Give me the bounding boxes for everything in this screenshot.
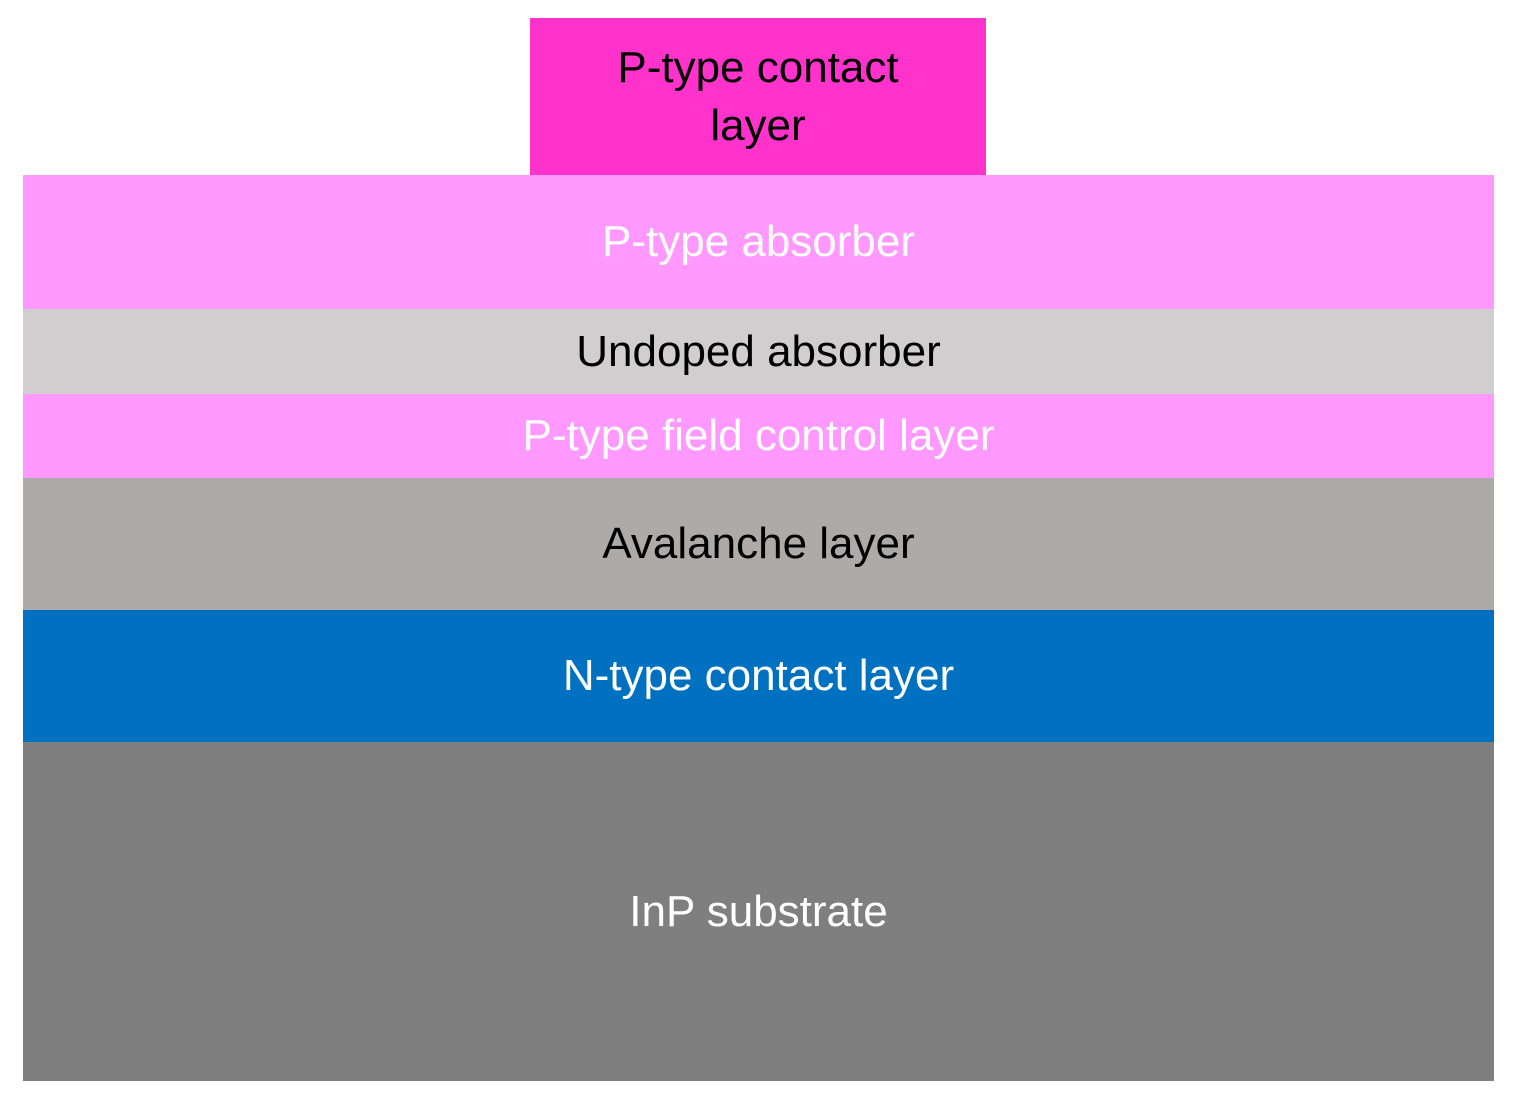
n-type-contact-layer: N-type contact layer: [23, 610, 1494, 742]
p-type-contact-layer-label: P-type contact layer: [617, 42, 899, 150]
n-type-contact-layer-label: N-type contact layer: [562, 651, 955, 700]
avalanche-layer-label: Avalanche layer: [602, 519, 915, 568]
p-type-absorber-label: P-type absorber: [601, 217, 916, 266]
inp-substrate-label: InP substrate: [629, 886, 888, 936]
p-type-contact-layer: P-type contact layer: [530, 18, 986, 175]
p-type-field-control-label: P-type field control layer: [522, 411, 995, 460]
p-type-absorber-layer: P-type absorber: [23, 175, 1494, 309]
inp-substrate-layer: InP substrate: [23, 742, 1494, 1081]
undoped-absorber-layer: Undoped absorber: [23, 309, 1494, 394]
p-type-field-control-layer: P-type field control layer: [23, 394, 1494, 478]
undoped-absorber-label: Undoped absorber: [576, 326, 941, 376]
avalanche-layer: Avalanche layer: [23, 478, 1494, 610]
